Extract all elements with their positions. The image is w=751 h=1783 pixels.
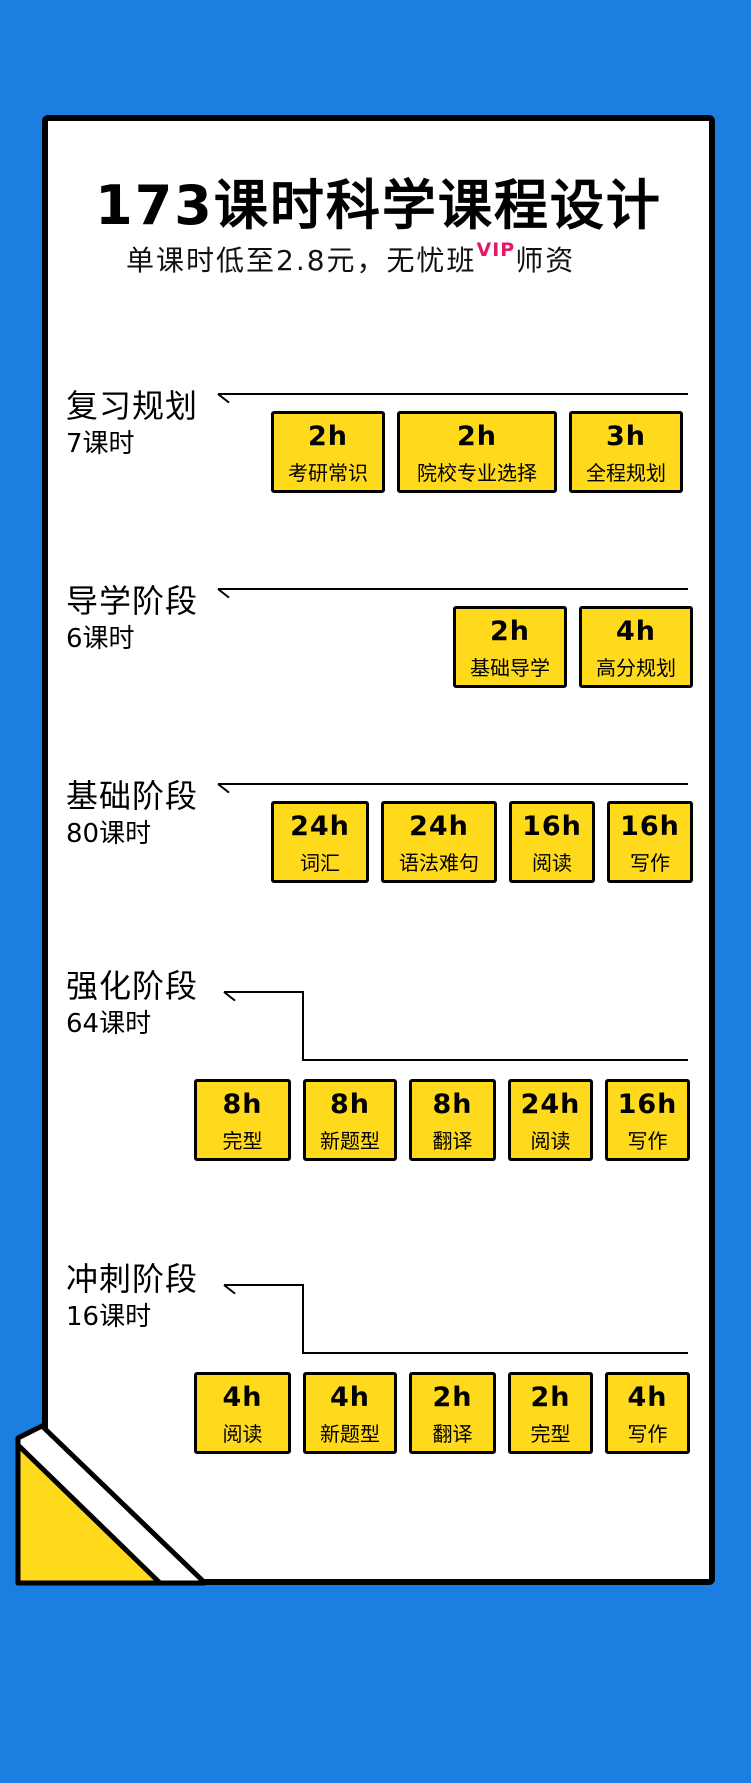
module-title: 阅读	[532, 851, 572, 875]
module-hours: 16h	[522, 811, 582, 842]
stage-name: 冲刺阶段	[66, 1260, 199, 1298]
module-hours: 16h	[620, 811, 680, 842]
module-list: 24h 词汇 24h 语法难句 16h 阅读 16h 写作	[271, 801, 693, 883]
module-hours: 8h	[432, 1089, 473, 1120]
connector-line	[218, 393, 688, 395]
connector-line	[224, 991, 304, 993]
stage-hours: 7课时	[66, 429, 135, 459]
module-box: 2h 翻译	[409, 1372, 496, 1454]
course-card: 173课时科学课程设计 单课时低至2.8元，无忧班VIP师资 复习规划 7课时 …	[42, 115, 715, 1585]
module-hours: 2h	[456, 421, 497, 452]
module-title: 阅读	[530, 1129, 571, 1153]
module-title: 完型	[530, 1422, 571, 1446]
module-box: 8h 翻译	[409, 1079, 496, 1161]
module-hours: 16h	[617, 1089, 678, 1120]
module-list: 2h 基础导学 4h 高分规划	[453, 606, 693, 688]
module-title: 院校专业选择	[417, 461, 537, 485]
module-box: 24h 阅读	[508, 1079, 593, 1161]
module-box: 2h 考研常识	[271, 411, 385, 493]
module-box: 24h 语法难句	[381, 801, 497, 883]
module-title: 翻译	[432, 1129, 473, 1153]
module-box: 4h 高分规划	[579, 606, 693, 688]
module-list: 4h 阅读 4h 新题型 2h 翻译 2h 完型 4h 写作	[194, 1372, 690, 1454]
module-box: 16h 写作	[607, 801, 693, 883]
module-box: 2h 院校专业选择	[397, 411, 557, 493]
module-title: 新题型	[320, 1422, 380, 1446]
module-box: 4h 新题型	[303, 1372, 397, 1454]
module-hours: 2h	[307, 421, 348, 452]
module-title: 翻译	[432, 1422, 473, 1446]
module-title: 考研常识	[288, 461, 368, 485]
module-hours: 4h	[222, 1382, 263, 1413]
stage-name: 强化阶段	[66, 967, 199, 1005]
module-title: 高分规划	[596, 656, 676, 680]
module-hours: 4h	[329, 1382, 370, 1413]
module-title: 词汇	[300, 851, 340, 875]
connector-line	[302, 1284, 304, 1354]
module-hours: 24h	[520, 1089, 581, 1120]
module-box: 8h 完型	[194, 1079, 291, 1161]
module-title: 完型	[222, 1129, 263, 1153]
module-box: 2h 完型	[508, 1372, 593, 1454]
subtitle: 单课时低至2.8元，无忧班VIP师资	[126, 239, 575, 279]
module-list: 8h 完型 8h 新题型 8h 翻译 24h 阅读 16h 写作	[194, 1079, 690, 1161]
module-hours: 24h	[290, 811, 350, 842]
vip-badge: VIP	[476, 239, 516, 261]
module-title: 写作	[627, 1129, 668, 1153]
module-hours: 2h	[489, 616, 530, 647]
module-hours: 2h	[432, 1382, 473, 1413]
stage-name: 复习规划	[66, 387, 199, 425]
connector-line	[218, 783, 688, 785]
module-box: 3h 全程规划	[569, 411, 683, 493]
module-title: 语法难句	[399, 851, 479, 875]
connector-line	[302, 991, 304, 1061]
stage-hours: 64课时	[66, 1009, 152, 1039]
module-box: 8h 新题型	[303, 1079, 397, 1161]
module-hours: 2h	[530, 1382, 571, 1413]
module-hours: 4h	[615, 616, 656, 647]
subtitle-suffix: 师资	[515, 244, 576, 277]
module-title: 基础导学	[470, 656, 550, 680]
module-title: 阅读	[222, 1422, 263, 1446]
module-hours: 4h	[627, 1382, 668, 1413]
module-hours: 3h	[605, 421, 646, 452]
page-title: 173课时科学课程设计	[95, 174, 662, 237]
module-title: 写作	[627, 1422, 668, 1446]
stage-hours: 16课时	[66, 1302, 152, 1332]
connector-line	[302, 1352, 688, 1354]
module-hours: 8h	[329, 1089, 370, 1120]
module-box: 2h 基础导学	[453, 606, 567, 688]
stage-hours: 80课时	[66, 819, 152, 849]
module-box: 4h 写作	[605, 1372, 690, 1454]
module-title: 全程规划	[586, 461, 666, 485]
module-title: 新题型	[320, 1129, 380, 1153]
module-hours: 8h	[222, 1089, 263, 1120]
connector-line	[302, 1059, 688, 1061]
subtitle-text: 单课时低至2.8元，无忧班	[126, 244, 477, 277]
connector-line	[218, 588, 688, 590]
module-list: 2h 考研常识 2h 院校专业选择 3h 全程规划	[271, 411, 683, 493]
module-box: 24h 词汇	[271, 801, 369, 883]
stage-hours: 6课时	[66, 624, 135, 654]
module-title: 写作	[630, 851, 670, 875]
module-box: 16h 阅读	[509, 801, 595, 883]
connector-line	[224, 1284, 304, 1286]
module-box: 16h 写作	[605, 1079, 690, 1161]
stage-name: 基础阶段	[66, 777, 199, 815]
module-hours: 24h	[409, 811, 469, 842]
stage-name: 导学阶段	[66, 582, 199, 620]
module-box: 4h 阅读	[194, 1372, 291, 1454]
